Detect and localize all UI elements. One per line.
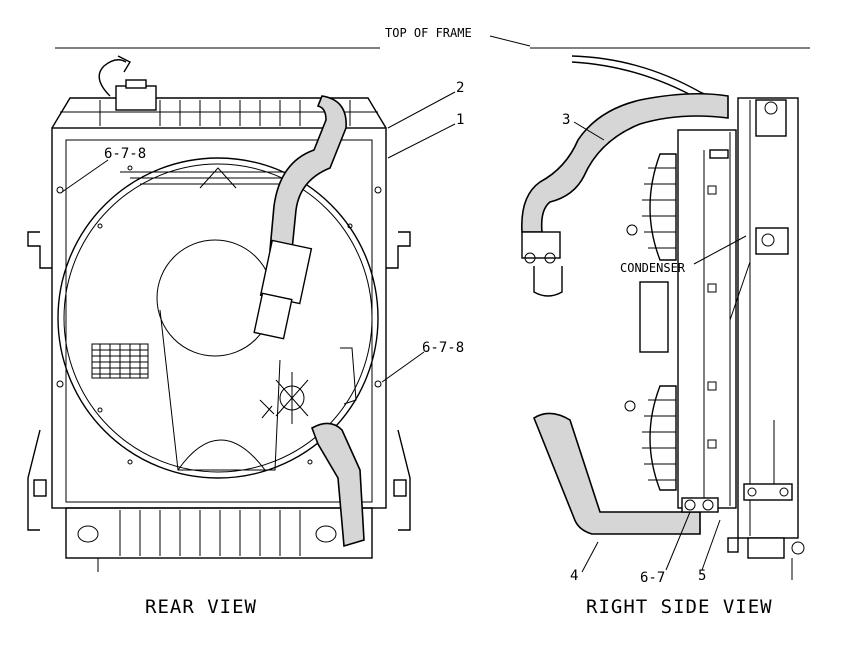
clamp-bolt-a (684, 499, 696, 511)
overflow-tube (98, 59, 127, 97)
fan-profile-upper-fins (642, 167, 676, 249)
hose-3 (521, 92, 729, 233)
condenser-bolts (707, 185, 717, 449)
side-brace (729, 261, 751, 321)
leader-678-right (381, 351, 425, 383)
callout-5: 5 (698, 568, 706, 584)
hose-adapter-lower (253, 292, 293, 340)
frame-leader (489, 35, 531, 47)
rear-view-title: REAR VIEW (145, 596, 257, 618)
clamp-bolt-b (702, 499, 714, 511)
callout-4: 4 (570, 568, 578, 584)
mount-right (393, 479, 407, 497)
bracket-right-upper (386, 231, 411, 269)
bottom-tank-ribs (119, 510, 301, 556)
callout-678-right: 6-7-8 (422, 340, 464, 356)
bracket-left-upper (27, 231, 52, 269)
callout-6-7: 6-7 (640, 570, 665, 586)
top-tank-hatching (99, 100, 351, 126)
side-filler-cap (755, 99, 787, 137)
side-drain-box (747, 537, 785, 559)
top-tank (51, 97, 387, 129)
fan-shroud-inner (63, 163, 373, 473)
core-grille (91, 343, 149, 379)
fan-profile-upper (649, 153, 677, 261)
hose-4 (533, 412, 701, 535)
lower-radiator-hose (311, 422, 365, 548)
shroud-bolts (56, 165, 382, 465)
leader-1 (387, 123, 456, 159)
overflow-tube-end (117, 55, 131, 73)
hose-3-bolt-a (524, 252, 536, 264)
fan-profile-lower-fins (642, 399, 676, 481)
condenser-top-clip (709, 149, 729, 159)
side-bracket (755, 227, 789, 255)
leader-6-7 (665, 511, 691, 571)
fan-profile-lower (649, 385, 677, 491)
filler-cap-top (125, 79, 147, 89)
hose-4-stub (727, 537, 739, 553)
leader-5 (701, 519, 721, 571)
hose-3-bolt-b (544, 252, 556, 264)
callout-1: 1 (456, 112, 464, 128)
radiator-side (737, 97, 799, 539)
fan-bolt-upper (626, 224, 638, 236)
hose-3-coupler (521, 231, 561, 259)
top-of-frame-reference: TOP OF FRAME (55, 26, 810, 49)
fan-hub-side (639, 281, 669, 353)
side-view-title: RIGHT SIDE VIEW (586, 596, 773, 618)
top-of-frame-label: TOP OF FRAME (385, 26, 472, 40)
bracket-clip (340, 347, 357, 405)
fan-lower-arc (177, 439, 266, 471)
mount-bolt-b (779, 487, 789, 497)
callout-3: 3 (562, 112, 570, 128)
drain-left (77, 525, 99, 543)
bracket-right-lower (397, 429, 411, 531)
leader-condenser (693, 235, 747, 265)
right-side-view: 3 CONDENSER 4 6-7 5 RIGHT SIDE VIEW (521, 55, 805, 618)
side-bracket-bolt (761, 233, 775, 247)
leader-2 (387, 91, 456, 129)
rear-view: 2 1 6-7-8 6-7-8 REAR VIEW (27, 55, 464, 618)
mount-left (33, 479, 47, 497)
fitting-spokes (275, 372, 309, 424)
callout-2: 2 (456, 80, 464, 96)
clamp-a (259, 399, 275, 419)
bottom-tank (65, 507, 373, 559)
mount-bolt-a (747, 487, 757, 497)
leader-678-top (61, 159, 109, 193)
fan-bolt-lower (624, 400, 636, 412)
leader-4 (581, 541, 599, 573)
fan-shroud (57, 157, 379, 479)
hose-4-clamp (681, 497, 719, 513)
side-drain-cap (791, 541, 805, 555)
bracket-left-lower (27, 429, 41, 531)
callout-678-top: 6-7-8 (104, 146, 146, 162)
upper-radiator-hose (269, 95, 347, 251)
callout-condenser: CONDENSER (620, 261, 686, 275)
shroud-arrow (199, 167, 237, 189)
drain-right (315, 525, 337, 543)
side-cap-bolt (764, 101, 778, 115)
fan-hub (156, 239, 274, 357)
hose-3-fitting (533, 266, 563, 297)
filler-cap (115, 85, 157, 111)
lower-mount-plate (743, 483, 793, 501)
leader-3 (573, 121, 605, 141)
condenser (677, 129, 737, 509)
